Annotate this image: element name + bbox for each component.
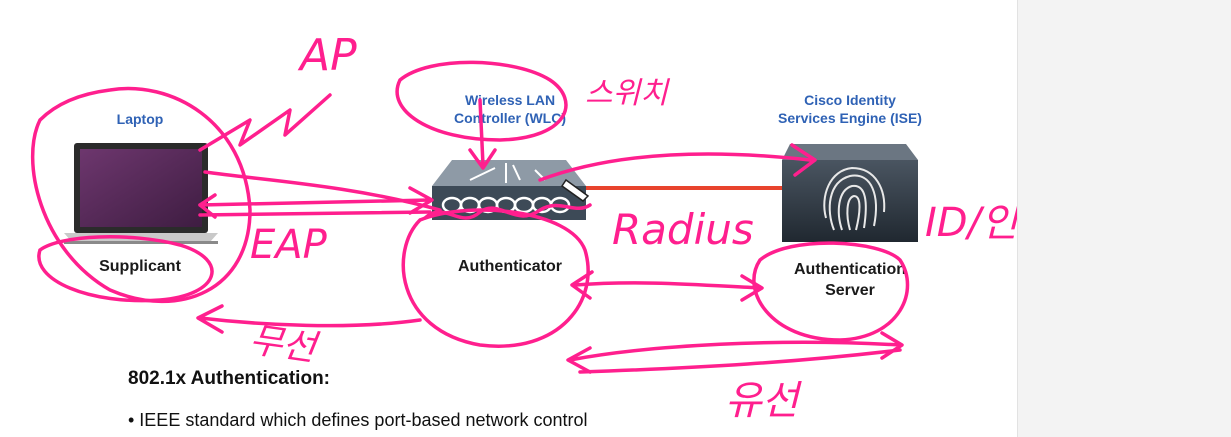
wired-arrow (566, 331, 904, 374)
laptop-icon (64, 143, 218, 244)
devices-layer (64, 143, 918, 244)
wlc-label-line1: Wireless LAN (464, 92, 556, 108)
auth-server-arrow (570, 270, 764, 302)
authenticator-circle (401, 208, 590, 348)
auth-server-label: Authentication Server (770, 259, 930, 301)
supplicant-circle (37, 235, 214, 303)
section-heading: 802.1x Authentication: (128, 368, 331, 389)
ise-label: Cisco Identity Services Engine (ISE) (760, 91, 940, 127)
annotation-wireless: 무선 (246, 319, 319, 370)
annotation-wired: 유선 (725, 378, 799, 424)
wlc-device-icon (432, 160, 590, 220)
wired-arrow-underline (578, 348, 902, 374)
radius-arrow (538, 143, 817, 182)
ise-label-line1: Cisco Identity (804, 92, 896, 108)
side-panel (1017, 0, 1231, 437)
ise-appliance-icon (782, 144, 918, 242)
eap-arrow-lines (198, 170, 442, 217)
wireless-arrow (196, 304, 422, 334)
bullet-text: • IEEE standard which defines port-based… (128, 410, 588, 430)
fingerprint-icon (823, 166, 886, 231)
annotation-ap: AP (300, 30, 357, 81)
wlc-label-circle (395, 60, 568, 142)
ap-arrow (468, 98, 497, 170)
auth-server-label-line1: Authentication (794, 261, 906, 278)
annotation-eap: EAP (250, 222, 327, 268)
annotation-wlc-korean: 스위치 (585, 76, 668, 111)
laptop-circle (30, 86, 252, 304)
wlc-wave (423, 203, 592, 220)
authenticator-label: Authenticator (458, 258, 562, 275)
supplicant-label: Supplicant (99, 258, 181, 275)
slide: Laptop Wireless LAN Controller (WLC) Cis… (30, 30, 1129, 430)
eap-arrow-left (198, 193, 217, 219)
wireless-zigzag (198, 93, 332, 152)
annotation-radius: Radius (612, 205, 754, 254)
eap-arrow-right (198, 186, 434, 215)
ise-label-line2: Services Engine (ISE) (778, 110, 922, 126)
auth-server-label-line2: Server (825, 282, 875, 299)
laptop-label: Laptop (116, 111, 164, 127)
pencil-cursor-icon (560, 178, 590, 202)
auth-server-circle (752, 241, 910, 342)
